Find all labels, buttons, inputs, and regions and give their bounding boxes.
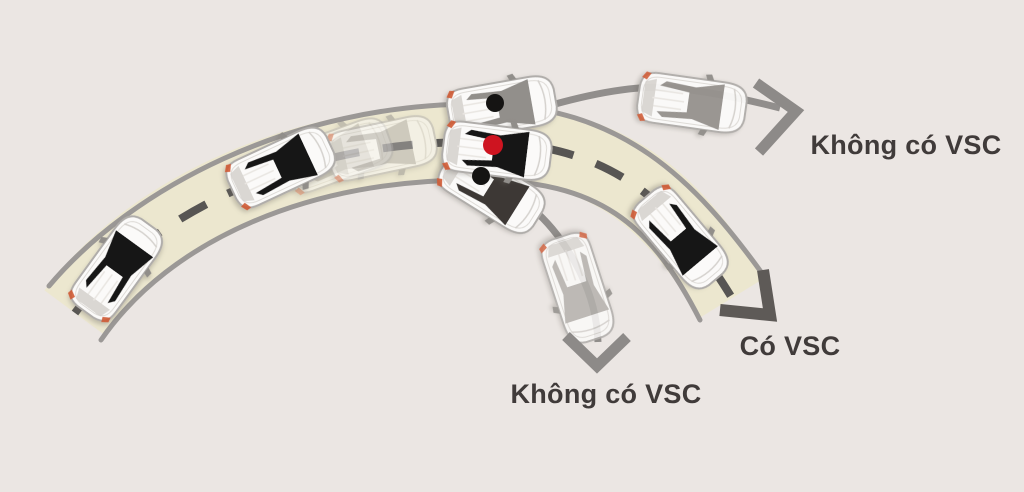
yaw-dot-bottom bbox=[472, 167, 490, 185]
arrowhead-with-vsc-icon bbox=[719, 269, 778, 322]
road-centerline-dashed bbox=[71, 137, 736, 316]
label-understeer: Không có VSC bbox=[810, 130, 1001, 160]
label-with-vsc: Có VSC bbox=[740, 331, 841, 361]
arrowhead-understeer-icon bbox=[752, 78, 805, 156]
yaw-dot-top bbox=[486, 94, 504, 112]
label-oversteer: Không có VSC bbox=[510, 379, 701, 409]
yaw-dot-main-red bbox=[483, 135, 503, 155]
arrowhead-oversteer-icon bbox=[562, 332, 631, 374]
